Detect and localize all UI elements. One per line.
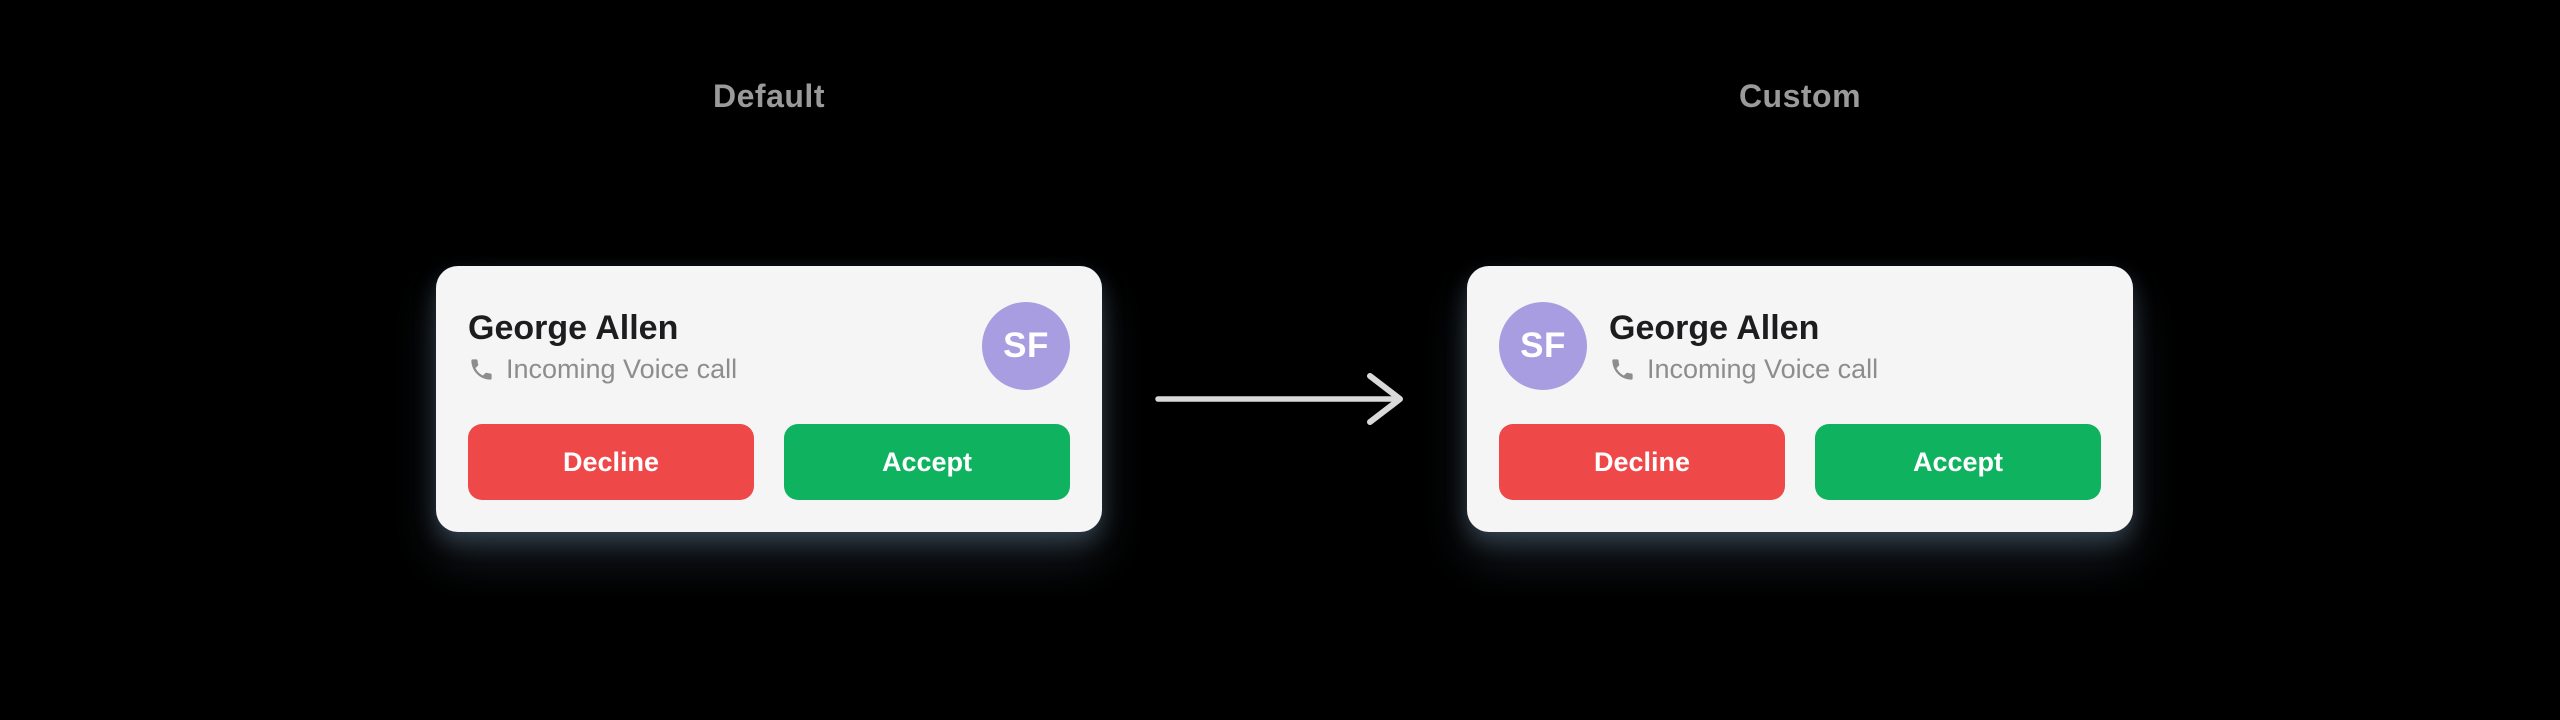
variant-label-default: Default (713, 78, 825, 114)
avatar-initials: SF (1520, 326, 1566, 365)
variant-label-custom: Custom (1738, 78, 1862, 114)
caller-info: George Allen Incoming Voice call (468, 308, 737, 385)
accept-button[interactable]: Accept (784, 424, 1070, 500)
phone-icon (468, 356, 495, 383)
caller-name: George Allen (1609, 308, 1820, 347)
call-status-row: Incoming Voice call (1609, 353, 1879, 385)
call-actions: Decline Accept (468, 424, 1070, 500)
avatar: SF (1499, 302, 1587, 390)
phone-icon (1609, 356, 1636, 383)
caller-name: George Allen (468, 308, 679, 347)
call-status-text: Incoming Voice call (506, 353, 738, 384)
call-actions: Decline Accept (1499, 424, 2101, 500)
call-card-header: SF George Allen Incoming Voice call (1499, 302, 2101, 390)
caller-info: George Allen Incoming Voice call (1609, 308, 1878, 385)
accept-button[interactable]: Accept (1815, 424, 2101, 500)
avatar: SF (982, 302, 1070, 390)
decline-button[interactable]: Decline (1499, 424, 1785, 500)
decline-button[interactable]: Decline (468, 424, 754, 500)
avatar-initials: SF (1003, 326, 1049, 365)
incoming-call-card-custom: SF George Allen Incoming Voice call Decl… (1467, 266, 2133, 532)
call-status-row: Incoming Voice call (468, 353, 738, 385)
call-card-header: George Allen Incoming Voice call SF (468, 302, 1070, 390)
incoming-call-card-default: George Allen Incoming Voice call SF Decl… (436, 266, 1102, 532)
arrow-right-icon (1155, 373, 1403, 425)
call-status-text: Incoming Voice call (1647, 353, 1879, 384)
